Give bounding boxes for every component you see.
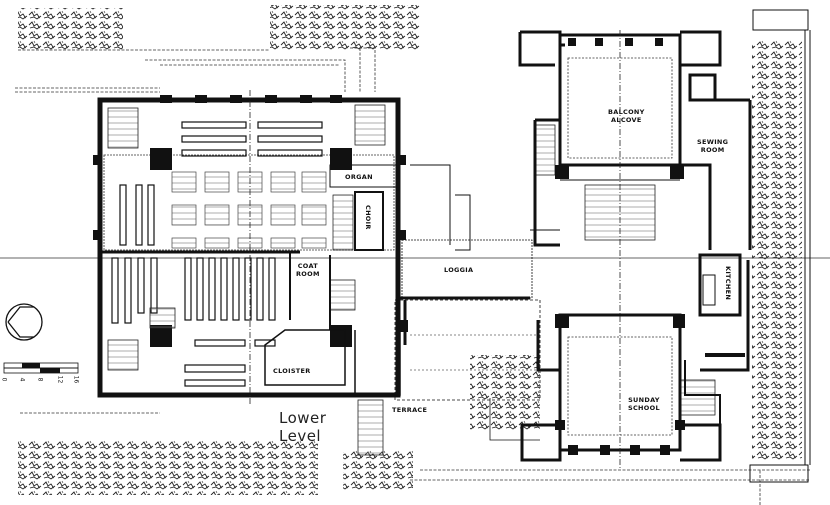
garden-wall [749, 9, 811, 483]
center-lines [249, 30, 621, 470]
room-label-sunday-school: SUNDAY SCHOOL [628, 396, 660, 412]
kitchen-block [698, 253, 750, 372]
scale-tick-12: 12 [56, 375, 64, 384]
room-label-loggia: LOGGIA [444, 266, 474, 274]
north-arrow-icon [5, 303, 43, 341]
stairs [107, 104, 716, 456]
room-label-organ: ORGAN [345, 173, 373, 181]
room-label-terrace: TERRACE [392, 406, 428, 414]
room-label-cloister: CLOISTER [273, 367, 311, 375]
choir-enclosure [329, 164, 399, 251]
scale-tick-16: 16 [72, 375, 80, 384]
pews [111, 121, 323, 387]
room-label-kitchen: KITCHEN [724, 266, 732, 301]
room-label-coat-room: COAT ROOM [296, 262, 320, 278]
scale-tick-0: 0 [0, 377, 8, 382]
scale-tick-8: 8 [36, 377, 44, 382]
scale-tick-4: 4 [18, 377, 26, 382]
room-label-balcony-alcove: BALCONY ALCOVE [608, 108, 645, 124]
seating-grid [171, 171, 327, 249]
loggia-block [394, 164, 541, 441]
level-title-line-2: Level [279, 427, 322, 445]
room-label-choir: CHOIR [364, 205, 372, 230]
scale-bar [3, 362, 79, 374]
room-label-sewing-room: SEWING ROOM [697, 138, 729, 154]
interior-walls [98, 252, 401, 397]
level-title-line-1: Lower [279, 409, 327, 427]
landscape-foliage [18, 5, 802, 495]
